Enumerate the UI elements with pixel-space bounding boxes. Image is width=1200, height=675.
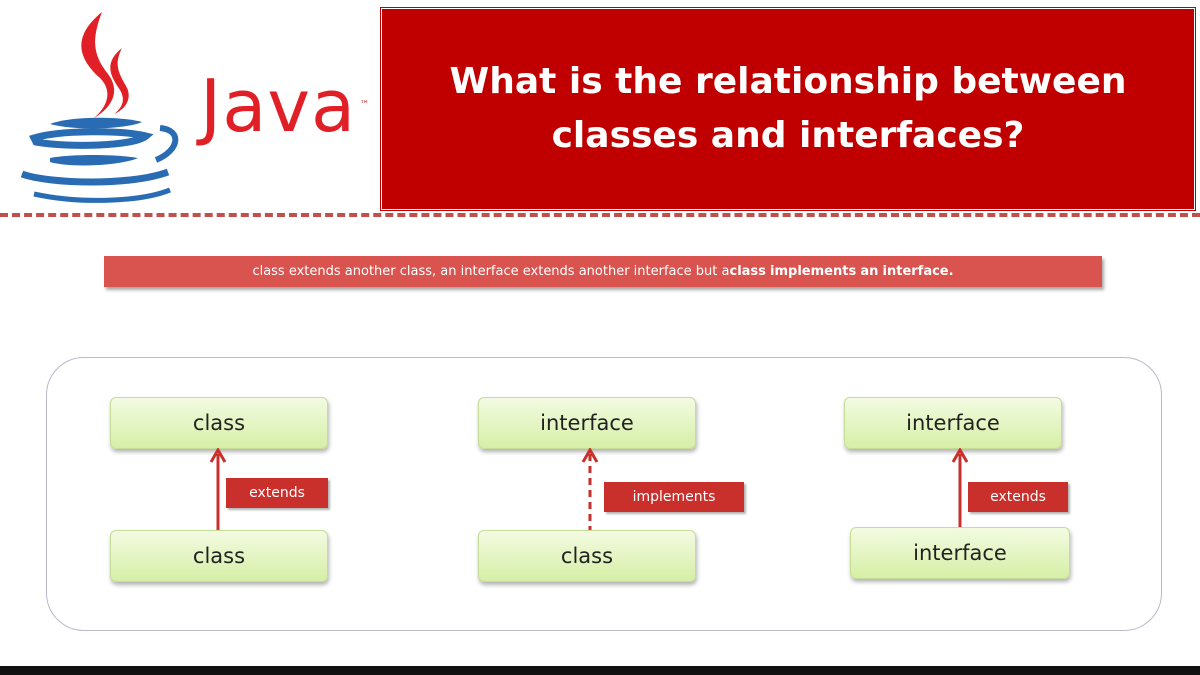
diagram-2-top-node: interface	[478, 397, 696, 449]
diagram-1-extends-arrow	[209, 448, 227, 530]
banner-bold-an: an	[860, 264, 879, 279]
java-coffee-cup-icon	[20, 12, 179, 203]
banner-bold-implements: implements	[770, 264, 857, 279]
diagram-3-relation-label: extends	[968, 482, 1068, 512]
page-title: What is the relationship between classes…	[449, 61, 1127, 156]
bottom-bar	[0, 666, 1200, 675]
header: Java ™ What is the relationship between …	[0, 0, 1200, 215]
trademark-symbol: ™	[360, 100, 369, 110]
banner-bold-class: class	[729, 264, 766, 279]
java-logo: Java ™	[10, 8, 370, 208]
diagram-1-top-node: class	[110, 397, 328, 449]
explanation-banner: class extends another class, an interfac…	[104, 256, 1102, 287]
diagram-2-implements-arrow	[581, 448, 599, 530]
diagram-2-bottom-node: class	[478, 530, 696, 582]
diagram-2-relation-label: implements	[604, 482, 744, 512]
banner-text: class extends another class, an interfac…	[252, 264, 730, 279]
diagram-1-relation-label: extends	[226, 478, 328, 508]
diagram-3-bottom-node: interface	[850, 527, 1070, 579]
java-wordmark: Java	[200, 64, 357, 148]
diagram-1-bottom-node: class	[110, 530, 328, 582]
diagram-3-extends-arrow	[951, 448, 969, 528]
title-banner: What is the relationship between classes…	[381, 8, 1195, 210]
banner-bold-interface: interface.	[882, 264, 954, 279]
dashed-divider	[0, 213, 1200, 217]
diagram-3-top-node: interface	[844, 397, 1062, 449]
